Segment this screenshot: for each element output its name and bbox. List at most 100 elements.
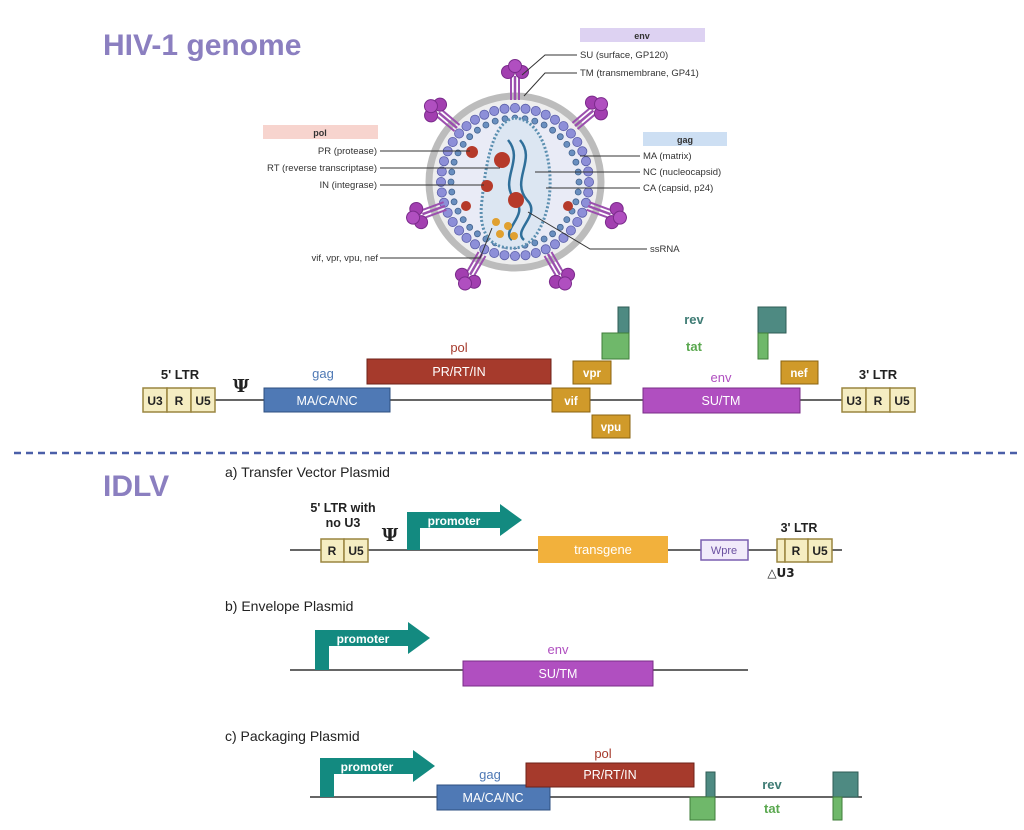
plasmid-c-pol-box-label: PR/RT/IN	[583, 768, 636, 782]
vif-label: vif	[564, 396, 578, 408]
pol-in-label: IN (integrase)	[319, 180, 377, 191]
plasmid-a-ltr3-label: 3' LTR	[781, 521, 818, 535]
matrix-bead	[540, 121, 548, 129]
plasmid-a-u5: U5	[348, 544, 364, 558]
matrix-bead	[491, 117, 499, 125]
plasmid-a-ltr3-r: R	[792, 544, 801, 558]
nef-box	[780, 360, 819, 385]
rev-exon-1	[617, 306, 630, 334]
membrane-bead	[469, 114, 480, 125]
gag-header-box	[643, 132, 727, 146]
pol-header-box	[263, 125, 378, 139]
matrix-bead	[572, 198, 580, 206]
pol-label: pol	[450, 340, 467, 355]
matrix-bead	[454, 207, 462, 215]
nef-label: nef	[790, 368, 807, 380]
membrane-bead	[499, 250, 510, 261]
plasmid-a-promoter-arrow	[407, 504, 522, 550]
matrix-bead	[459, 216, 467, 224]
env-tm-label: TM (transmembrane, GP41)	[580, 68, 699, 79]
membrane-bead	[565, 128, 576, 139]
vpr-label: vpr	[583, 368, 601, 380]
enzyme	[508, 192, 524, 208]
matrix-bead	[473, 230, 481, 238]
membrane-bead	[438, 156, 449, 167]
matrix-bead	[450, 198, 458, 206]
matrix-bead	[540, 235, 548, 243]
membrane-bead	[540, 109, 551, 120]
enzyme	[461, 201, 471, 211]
pol-box-label: PR/RT/IN	[432, 365, 485, 379]
membrane-bead	[461, 121, 472, 132]
membrane-bead	[479, 109, 490, 120]
plasmid-a-title: a) Transfer Vector Plasmid	[225, 464, 390, 480]
accessory-label: vif, vpr, vpu, nef	[311, 253, 378, 264]
membrane-bead	[520, 250, 531, 261]
membrane-bead	[479, 244, 490, 255]
plasmid-b-promoter-label: promoter	[337, 632, 390, 646]
matrix-bead	[459, 140, 467, 148]
gag-nc-label: NC (nucleocapsid)	[643, 167, 721, 178]
matrix-bead	[531, 117, 539, 125]
matrix-bead	[563, 140, 571, 148]
plasmid-a-psi: Ψ	[382, 525, 399, 546]
membrane-bead	[550, 239, 561, 250]
membrane-beads	[435, 103, 595, 261]
matrix-bead	[466, 223, 474, 231]
membrane-bead	[489, 247, 500, 258]
vif-box	[551, 387, 591, 413]
plasmid-c-gag-box-label: MA/CA/NC	[462, 791, 523, 805]
membrane-bead	[583, 187, 594, 198]
matrix-bead	[575, 178, 583, 186]
tat-exon-1	[601, 332, 630, 360]
plasmid-c-rev-label: rev	[762, 777, 782, 792]
ssrna-strand	[518, 139, 533, 241]
plasmid-a-ltr3-box: R U5	[776, 538, 833, 563]
matrix-bead	[466, 133, 474, 141]
plasmid-c-pol-box	[525, 762, 695, 788]
membrane-bead	[550, 114, 561, 125]
tat-exon-2	[757, 332, 769, 360]
wpre-label: Wpre	[711, 545, 737, 557]
virion-illustration	[401, 58, 632, 298]
membrane-bead	[435, 176, 446, 187]
rev-label: rev	[684, 312, 704, 327]
membrane-bead	[436, 187, 447, 198]
membrane-bead	[447, 216, 458, 227]
matrix-bead	[572, 158, 580, 166]
membrane-bead	[454, 128, 465, 139]
enzyme	[563, 201, 573, 211]
membrane-bead	[540, 244, 551, 255]
plasmid-a-promoter-label: promoter	[428, 514, 481, 528]
matrix-bead	[482, 121, 490, 129]
transgene-label: transgene	[574, 542, 632, 557]
plasmid-c-pol-label: pol	[594, 746, 611, 761]
accessory-protein	[492, 218, 500, 226]
ltr3-u3: U3	[846, 394, 862, 408]
membrane-bead	[558, 121, 569, 132]
membrane-bead	[447, 136, 458, 147]
matrix-bead	[447, 178, 455, 186]
plasmid-a-r: R	[328, 544, 337, 558]
plasmid-c-tat-exon-2	[832, 796, 843, 821]
plasmid-c-rev-exon-2	[832, 771, 859, 798]
accessory-protein	[504, 222, 512, 230]
plasmid-a-ltr5-box: R U5	[320, 538, 369, 563]
membrane-bead	[565, 225, 576, 236]
ltr5-box: U3 R U5	[142, 387, 216, 413]
membrane-bead	[499, 103, 510, 114]
matrix-bead	[473, 126, 481, 134]
transgene-box	[538, 536, 668, 563]
protease-enzyme	[466, 146, 478, 158]
matrix-bead	[556, 133, 564, 141]
plasmid-a-ltr3-u5: U5	[812, 544, 828, 558]
plasmid-c-gag-box	[436, 784, 551, 811]
wpre-box	[700, 539, 749, 561]
rev-exon-2	[757, 306, 787, 334]
accessory-protein	[510, 232, 518, 240]
psi-symbol: Ψ	[233, 376, 250, 397]
matrix-bead	[563, 216, 571, 224]
tat-label: tat	[686, 339, 703, 354]
membrane-bead	[469, 239, 480, 250]
